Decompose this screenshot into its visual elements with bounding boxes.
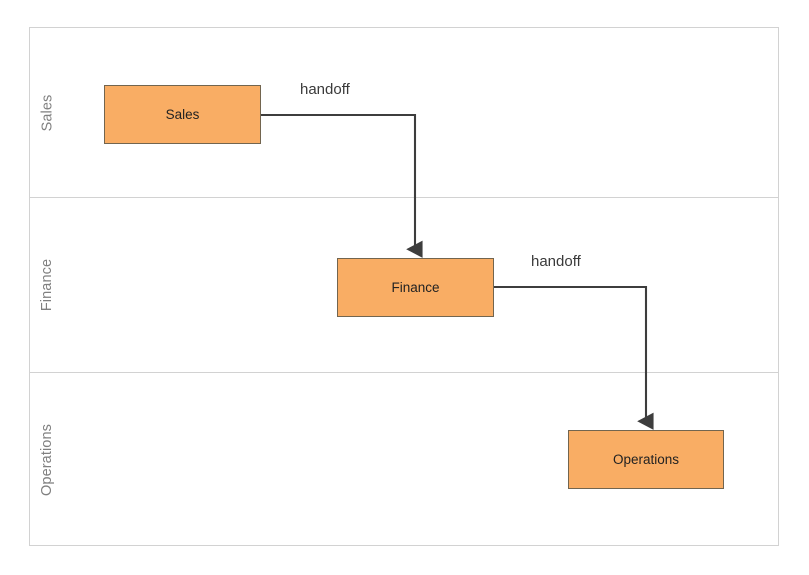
node-finance[interactable]: Finance xyxy=(337,258,494,317)
lane-label-operations: Operations xyxy=(30,373,64,547)
lane-label-operations-text: Operations xyxy=(39,424,55,496)
lane-label-finance-text: Finance xyxy=(39,258,56,312)
node-sales[interactable]: Sales xyxy=(104,85,261,144)
edge-label-sales-finance: handoff xyxy=(300,81,350,98)
node-sales-label: Sales xyxy=(165,107,200,122)
node-finance-label: Finance xyxy=(391,280,440,295)
edge-label-finance-operations: handoff xyxy=(531,253,581,270)
node-operations-label: Operations xyxy=(612,452,680,467)
swimlane-operations: Operations xyxy=(30,372,778,547)
lane-label-sales: Sales xyxy=(30,28,64,197)
node-operations[interactable]: Operations xyxy=(568,430,724,489)
lane-label-finance: Finance xyxy=(30,198,64,372)
lane-label-sales-text: Sales xyxy=(39,94,55,131)
